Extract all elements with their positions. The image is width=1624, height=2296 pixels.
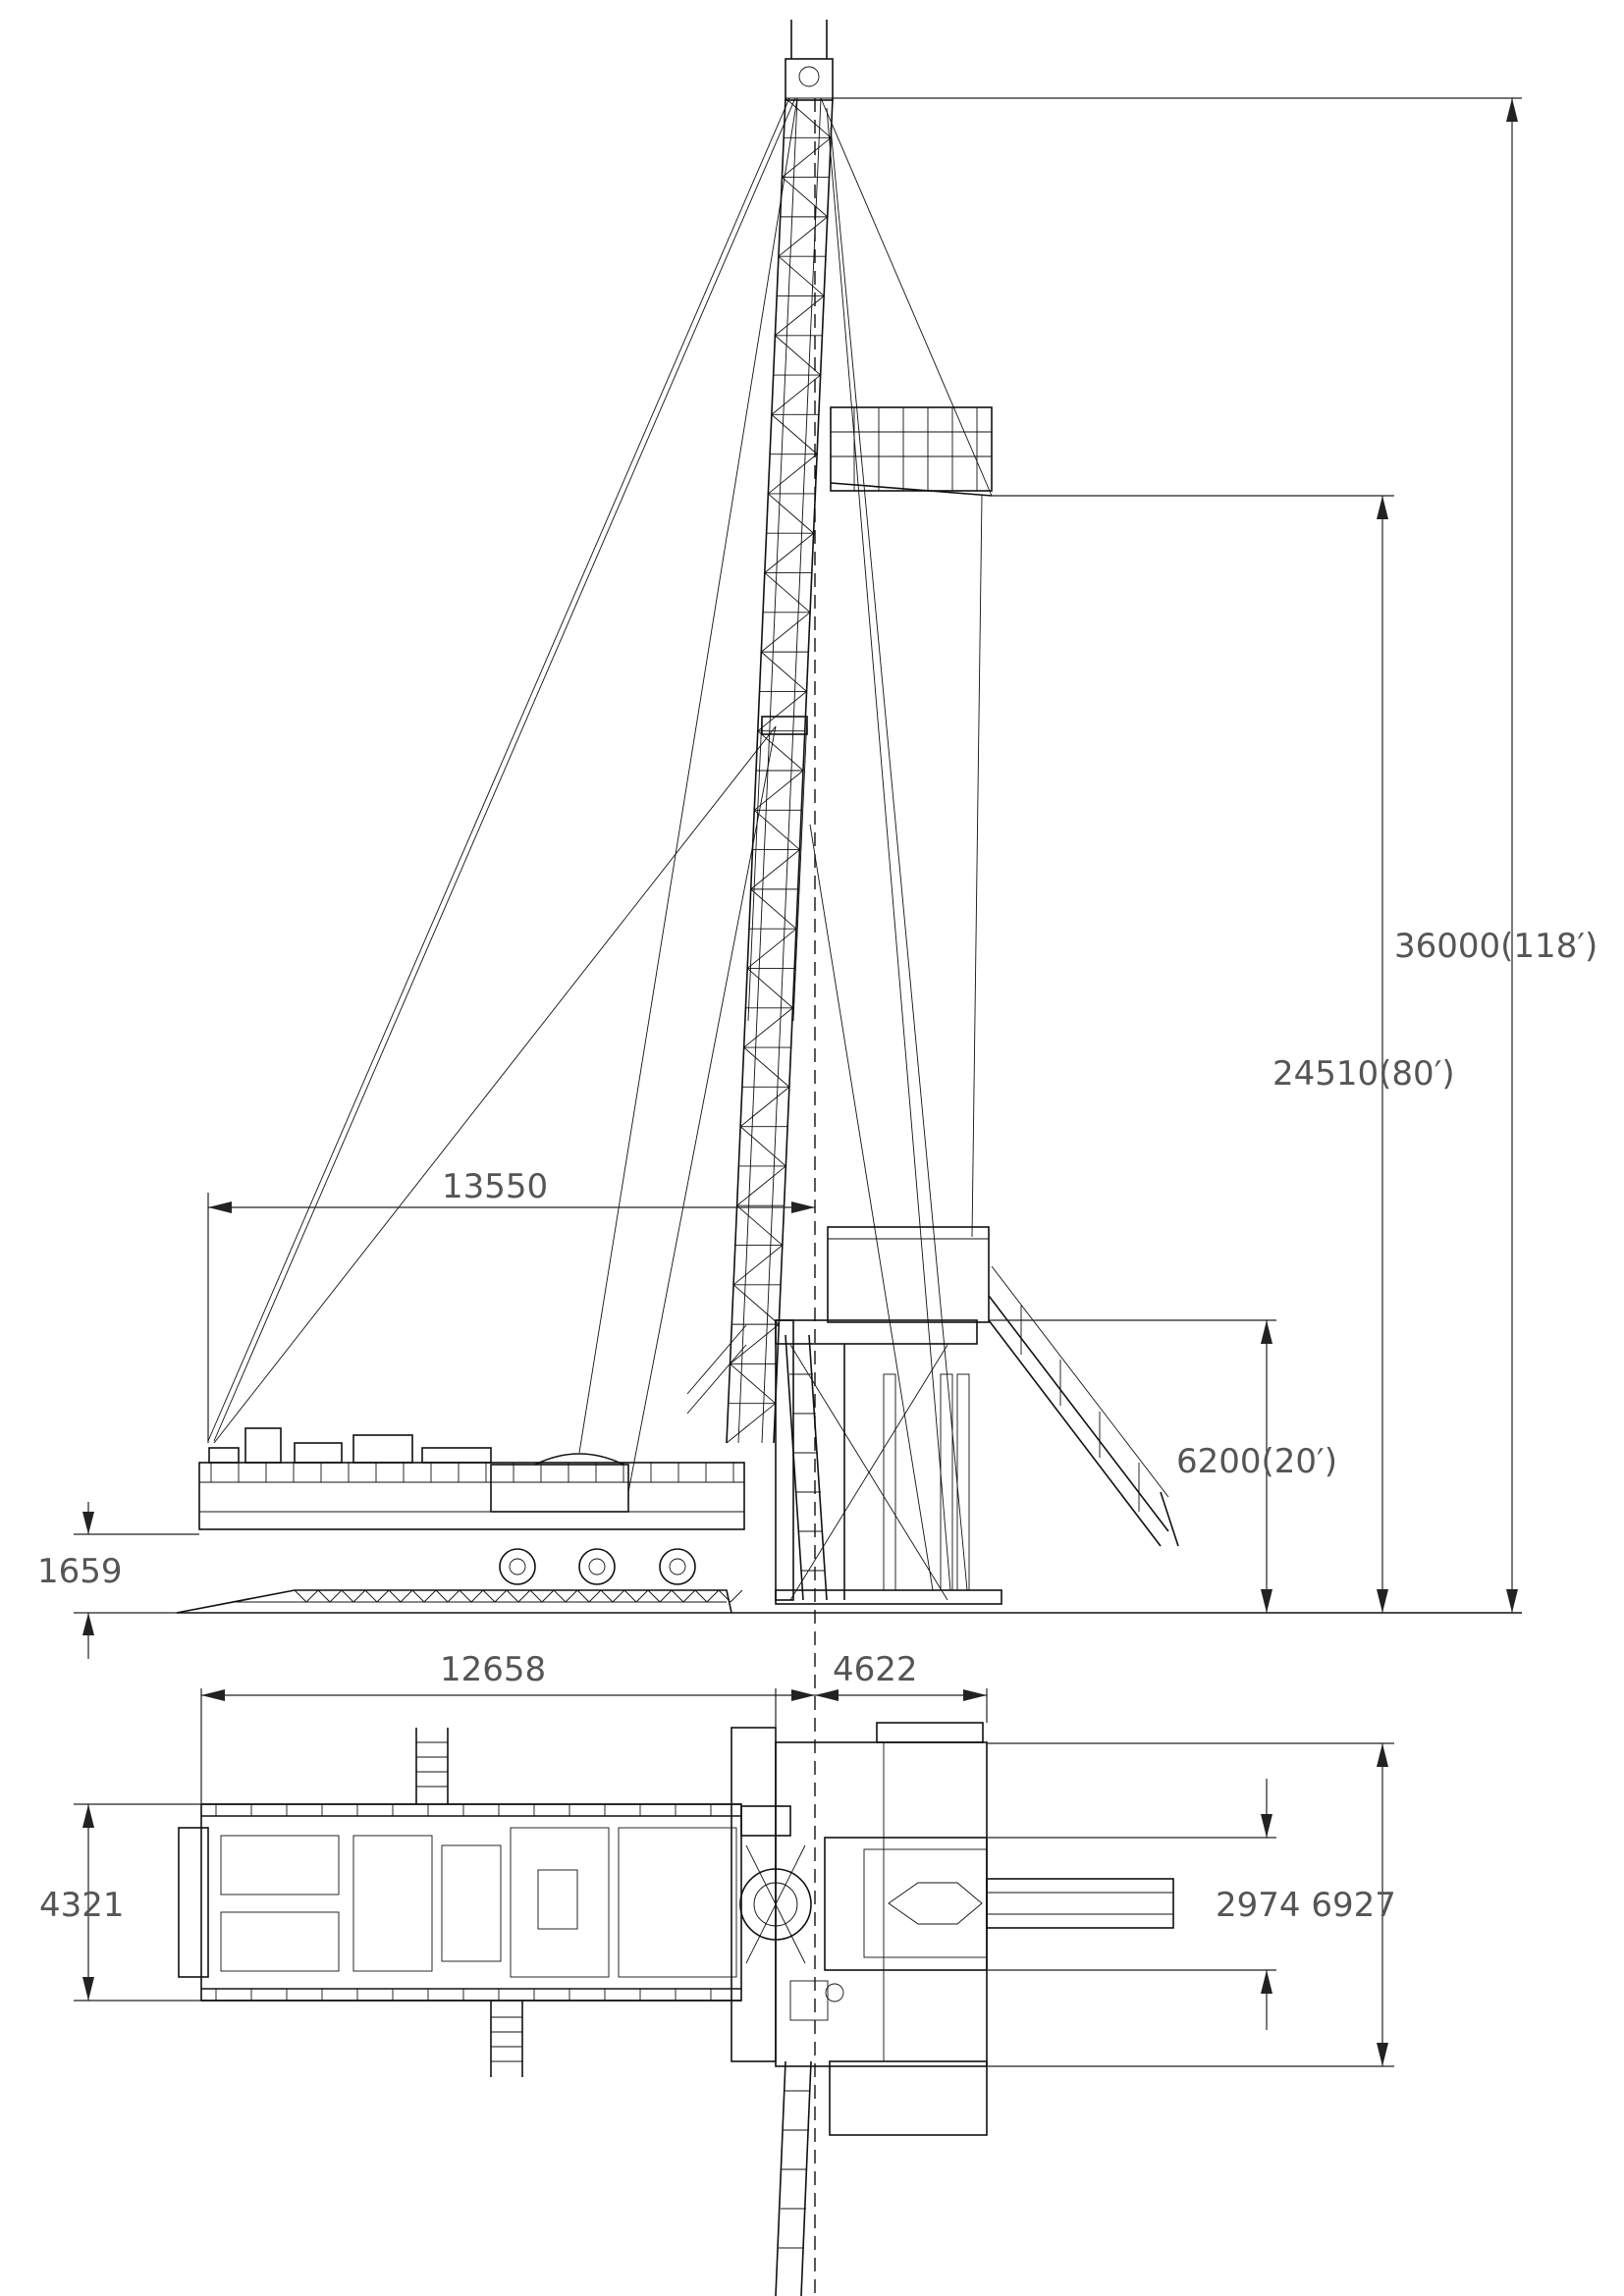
dim-ground-clearance-label: 1659 (37, 1552, 123, 1591)
crown-block (785, 20, 834, 101)
carrier-rails (210, 1463, 734, 1482)
mast-base-plan (731, 1727, 812, 2062)
carrier-plan-grid (215, 1804, 712, 2001)
elevation-view: 36000(118′) 24510(80′) 6200(20′) 1659 (37, 20, 1597, 2296)
dim-carrier-width-label: 4321 (39, 1886, 125, 1925)
dim-mast-height-label: 24510(80′) (1272, 1054, 1455, 1094)
plan-view: 12658 4622 4321 (39, 1650, 1396, 2296)
dim-total-height (833, 97, 1522, 1613)
dim-carrier-length-label: 12658 (440, 1650, 546, 1689)
skid-mat (176, 1589, 732, 1614)
guy-lines (207, 97, 993, 1591)
drill-floor-cabin (775, 1226, 990, 1345)
plan-ladder-bottom (490, 2001, 523, 2077)
front-ladder (785, 1334, 828, 1601)
dim-carrier-length (200, 1688, 815, 1804)
dim-substructure-offset-label: 4622 (833, 1650, 918, 1689)
mat-truss (294, 1589, 743, 1603)
dim-guy-span-label: 13550 (442, 1167, 548, 1206)
dim-substructure-offset (815, 1688, 988, 1723)
carrier (198, 1324, 747, 1530)
dim-total-height-label: 36000(118′) (1394, 927, 1597, 966)
plan-ladder-top (415, 1728, 449, 1804)
carrier-plan (178, 1803, 742, 2002)
catwalk-plan (986, 1878, 1174, 1929)
racking-board (830, 406, 993, 497)
wheels (499, 1548, 696, 1585)
dim-floor-widths (987, 1742, 1394, 2067)
stair-ramp (988, 1265, 1179, 1547)
dim-floor-height-label: 6200(20′) (1176, 1442, 1337, 1481)
dim-mast-height (992, 495, 1394, 1613)
dim-guy-span (207, 1193, 815, 1443)
substructure-plan (775, 1722, 988, 2136)
dim-ground-clearance (74, 1502, 199, 1659)
mast-lattice (726, 97, 833, 1444)
mast-joint (761, 716, 808, 735)
substructure (775, 1319, 1002, 1605)
plan-ladder-front (775, 2060, 812, 2296)
dim-floor-height (989, 1319, 1276, 1613)
dim-floor-widths-label: 2974 6927 (1216, 1886, 1396, 1925)
dim-carrier-width (74, 1803, 201, 2002)
